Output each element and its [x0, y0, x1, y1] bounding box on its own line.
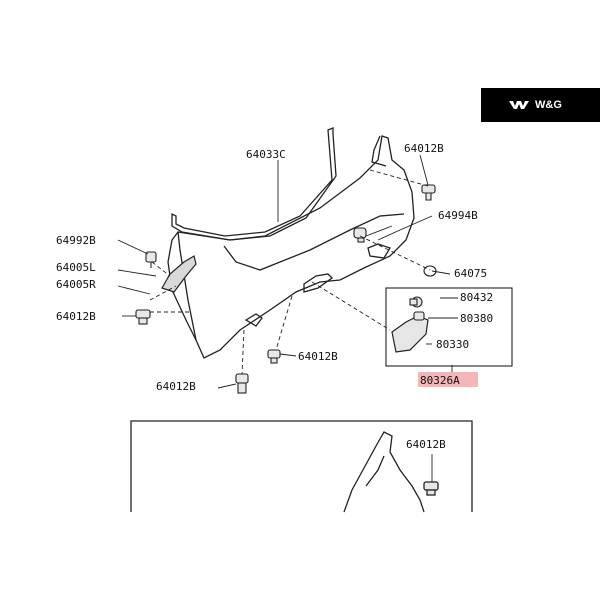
label-64012B-top-right: 64012B	[404, 142, 444, 155]
label-64992B: 64992B	[56, 234, 96, 247]
label-64012B-center: 64012B	[298, 350, 338, 363]
label-64075: 64075	[454, 267, 487, 280]
spoiler-strip	[171, 127, 337, 241]
label-64012B-lower-panel: 64012B	[406, 438, 446, 451]
brand-badge: W&G	[481, 88, 600, 122]
screw-64992B	[145, 251, 157, 268]
bulb-80432	[409, 296, 423, 308]
label-64994B: 64994B	[438, 209, 478, 222]
part-highlight	[418, 372, 478, 387]
socket-80380	[413, 311, 425, 321]
brand-text: W&G	[535, 99, 562, 111]
label-64005R: 64005R	[56, 278, 96, 291]
light-assembly-bracket	[385, 287, 513, 367]
leader-lines	[117, 154, 458, 389]
label-80432: 80432	[460, 291, 493, 304]
brand-logo-icon	[509, 100, 531, 110]
clip-64994B	[353, 227, 367, 243]
label-64012B-bottom: 64012B	[156, 380, 196, 393]
label-80330: 80330	[436, 338, 469, 351]
label-80380: 80380	[460, 312, 493, 325]
fasteners	[135, 184, 437, 394]
label-64033C: 64033C	[246, 148, 286, 161]
clip-64012B-top-right	[421, 184, 436, 201]
part-labels: 64033C 64012B 64994B 64992B 64005L 64005…	[56, 142, 493, 451]
label-64012B-left: 64012B	[56, 310, 96, 323]
lower-panel	[130, 420, 473, 513]
dashed-leaders	[149, 169, 431, 375]
clip-64012B-bottom	[235, 373, 249, 394]
reflector-group	[161, 255, 429, 353]
label-80326A: 80326A	[420, 374, 460, 387]
clip-64012B-left	[135, 309, 151, 325]
ring-64075	[423, 265, 437, 277]
label-64005L: 64005L	[56, 261, 96, 274]
